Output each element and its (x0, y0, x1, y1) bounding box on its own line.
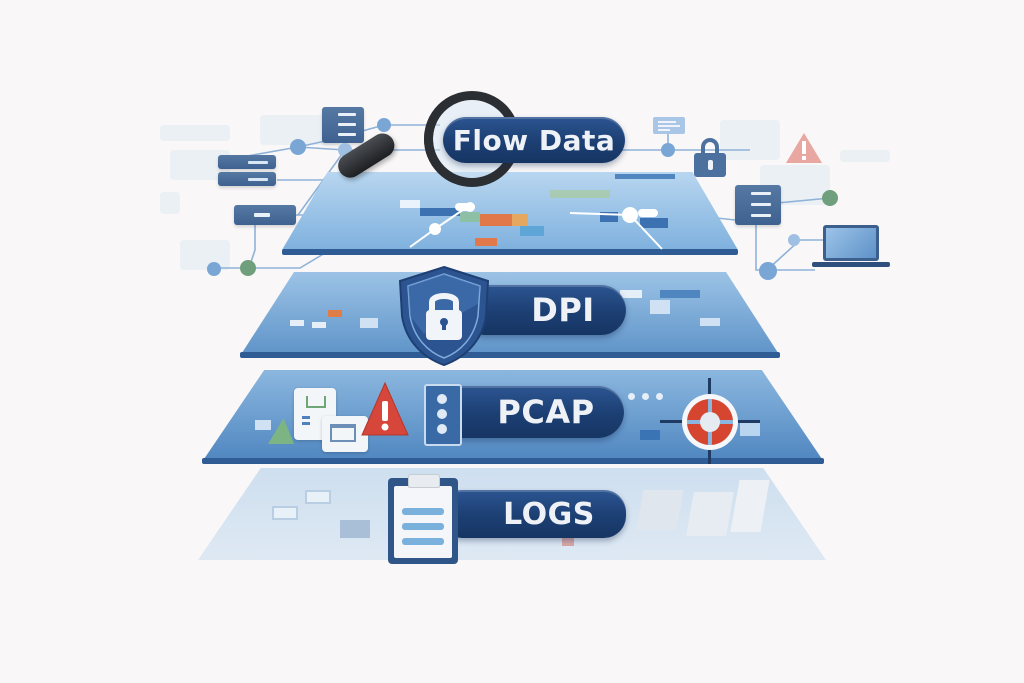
dpi-layer-edge (240, 352, 780, 358)
packet-tile (290, 320, 304, 326)
flow-data-label-text: Flow Data (452, 123, 616, 157)
packet-tile (620, 290, 642, 298)
packet-tile-orange (328, 310, 342, 317)
server-rack-icon (735, 185, 781, 225)
network-node (290, 139, 306, 155)
packet-tile (640, 430, 660, 440)
dot (656, 393, 663, 400)
heatmap-cell (600, 212, 618, 222)
network-node (207, 262, 221, 276)
chat-icon (653, 117, 685, 134)
logs-label: LOGS (440, 490, 626, 538)
network-node (788, 234, 800, 246)
network-node-green (822, 190, 838, 206)
flow-graph-lines (409, 202, 663, 250)
server-icon (218, 172, 276, 186)
flow-layer-plate (282, 172, 738, 250)
logs-label-text: LOGS (503, 496, 595, 532)
packet-tile (660, 290, 700, 298)
dot (642, 393, 649, 400)
cart-icon (306, 396, 326, 408)
heatmap-cell (400, 200, 420, 208)
network-node (661, 143, 675, 157)
heatmap-cell (420, 208, 460, 216)
lock-icon (694, 138, 726, 178)
background-card (160, 192, 180, 214)
flow-layer-edge (282, 249, 738, 255)
packet-icon (424, 384, 462, 446)
heatmap-cell (615, 174, 675, 179)
clipboard-icon (388, 474, 458, 564)
warning-icon (786, 133, 822, 163)
packet-tile (650, 300, 670, 314)
background-card (840, 150, 890, 162)
window-icon (322, 416, 368, 452)
laptop-icon (812, 225, 890, 267)
background-card (720, 120, 780, 160)
switch-icon (234, 205, 296, 225)
dpi-label-text: DPI (531, 291, 595, 329)
server-rack-icon (322, 107, 364, 143)
packet-tile (312, 322, 326, 328)
background-card (180, 240, 230, 270)
document-stack-icon (636, 490, 684, 530)
alert-warning-icon (361, 381, 409, 436)
heatmap-cell (550, 190, 610, 198)
packet-tile (700, 318, 720, 326)
log-tile (340, 520, 370, 538)
pcap-label-text: PCAP (497, 393, 595, 431)
network-node-green (240, 260, 256, 276)
flow-data-label: Flow Data (443, 117, 625, 163)
pcap-layer-edge (202, 458, 824, 464)
server-icon (218, 155, 276, 169)
network-node (759, 262, 777, 280)
log-tile (305, 490, 331, 504)
heatmap-cell (460, 212, 480, 222)
shield-lock-icon (398, 265, 490, 367)
log-tile (272, 506, 298, 520)
background-card (160, 125, 230, 141)
heatmap-cell (640, 218, 668, 228)
heatmap-cell (520, 226, 544, 236)
packet-tile (255, 420, 271, 430)
heatmap-cell (512, 214, 528, 226)
dot (628, 393, 635, 400)
packet-tile (360, 318, 378, 328)
heatmap-cell-hot (480, 214, 512, 226)
crosshair-target-icon (660, 378, 760, 464)
packet-tile (740, 420, 760, 436)
document-stack-icon (686, 492, 734, 536)
network-node (377, 118, 391, 132)
heatmap-cell-hot (475, 238, 497, 246)
